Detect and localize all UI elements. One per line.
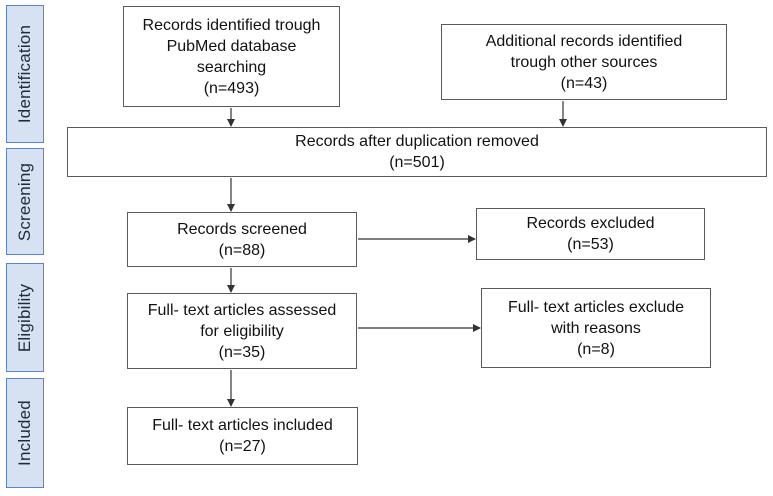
assessed-line-2: for eligibility [200,322,284,340]
records-excluded-box: Records excluded (n=53) [476,208,705,260]
excluded-line-2: (n=53) [567,236,614,253]
pubmed-line-3: searching [196,58,267,76]
pubmed-records-box: Records identified trough PubMed databas… [123,6,340,107]
phase-identification: Identification [6,5,44,143]
dedup-line-1: Records after duplication removed [295,133,539,150]
other-line-2: trough other sources [510,53,658,71]
phase-screening: Screening [6,148,44,255]
assessed-eligibility-box: Full- text articles assessed for eligibi… [127,293,357,369]
other-sources-box: Additional records identified trough oth… [441,24,727,100]
excluded-reasons-line-3: (n=8) [577,340,615,358]
screened-line-1: Records screened [177,220,307,238]
screened-line-2: (n=88) [218,241,266,259]
phase-included: Included [6,378,44,488]
other-line-3: (n=43) [560,74,608,92]
dedup-line-2: (n=501) [389,154,445,171]
other-line-1: Additional records identified [485,32,683,50]
pubmed-line-4: (n=493) [203,79,260,97]
excluded-reasons-box: Full- text articles exclude with reasons… [481,288,711,368]
excluded-reasons-line-1: Full- text articles exclude [507,298,685,316]
included-line-2: (n=27) [219,438,266,455]
assessed-line-1: Full- text articles assessed [147,301,337,319]
excluded-line-1: Records excluded [526,215,655,232]
records-screened-box: Records screened (n=88) [127,212,357,267]
articles-included-box: Full- text articles included (n=27) [127,407,358,465]
phase-eligibility: Eligibility [6,263,44,372]
assessed-line-3: (n=35) [218,343,266,361]
pubmed-line-1: Records identified trough [142,16,321,34]
dedup-records-box: Records after duplication removed (n=501… [67,127,767,177]
excluded-reasons-line-2: with reasons [551,319,641,337]
pubmed-line-2: PubMed database [166,37,297,55]
included-line-1: Full- text articles included [152,417,333,434]
